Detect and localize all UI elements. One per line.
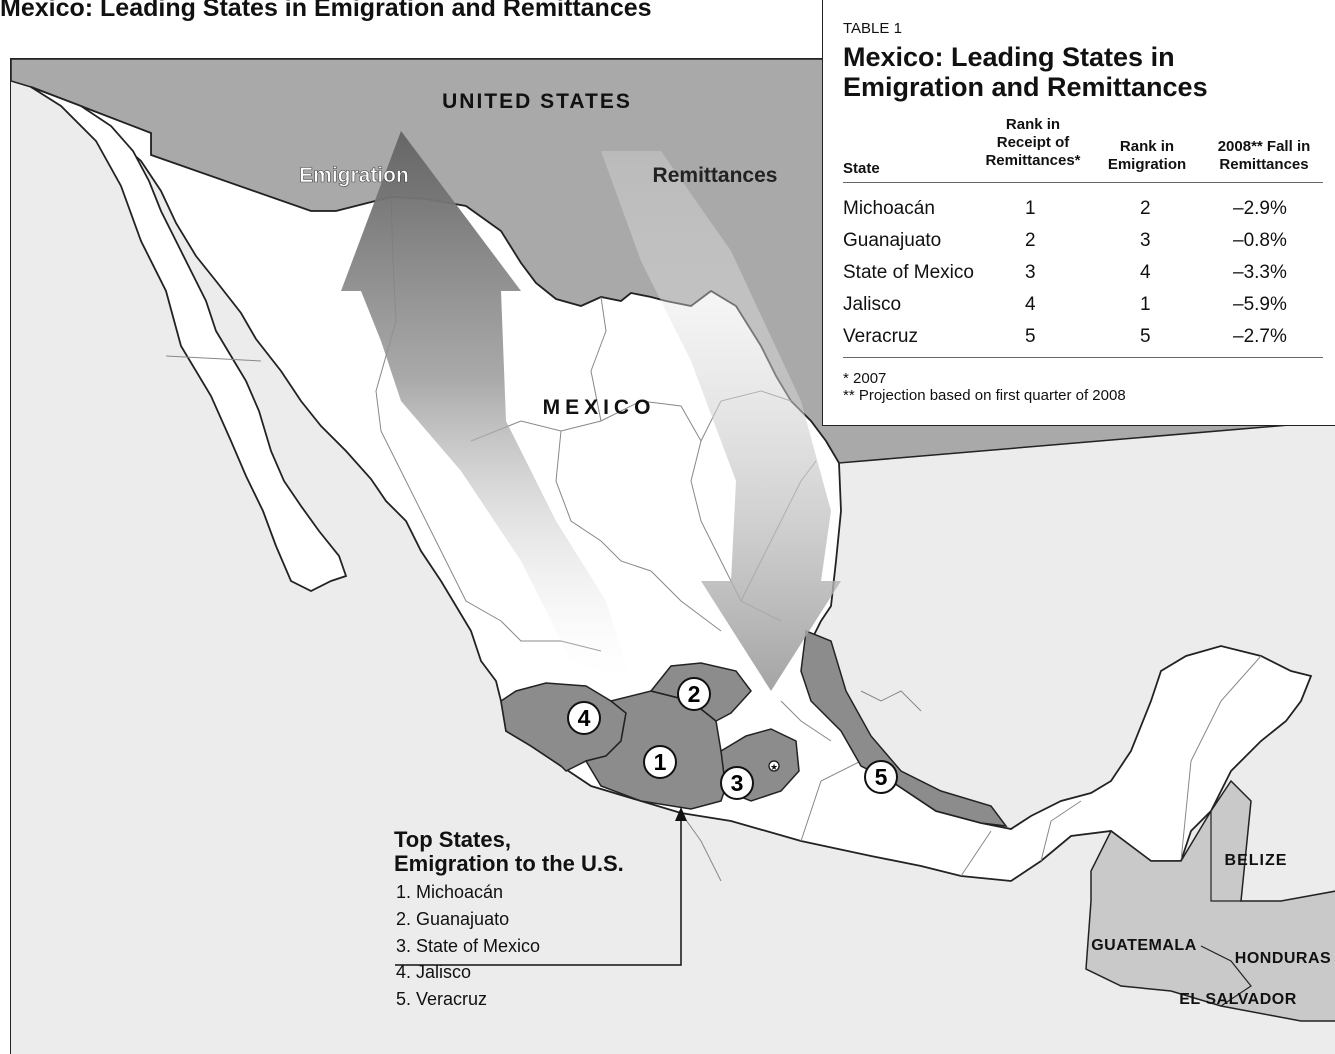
- legend-item-1: 1. Michoacán: [396, 882, 504, 902]
- marker-3-number: 3: [731, 770, 744, 796]
- marker-2-number: 2: [688, 681, 701, 707]
- belize-border: [1210, 811, 1241, 902]
- cell-remit-rank: 4: [1025, 294, 1036, 315]
- cell-remit-rank: 5: [1025, 326, 1036, 347]
- cell-emig-rank: 4: [1140, 262, 1151, 283]
- label-honduras: HONDURAS: [1235, 950, 1331, 967]
- table-note-1: * 2007: [843, 370, 887, 387]
- label-remittances: Remittances: [653, 164, 778, 187]
- cell-remit-rank: 3: [1025, 262, 1036, 283]
- legend-item-4: 4. Jalisco: [396, 962, 472, 982]
- cell-state: Guanajuato: [843, 230, 942, 251]
- legend-item-2: 2. Guanajuato: [396, 909, 510, 929]
- baja-california: [30, 86, 348, 593]
- state-marker-1: 1: [643, 745, 677, 779]
- cell-emig-rank: 5: [1140, 326, 1151, 347]
- state-marker-5: 5: [864, 760, 898, 794]
- header-rule: [843, 182, 1323, 183]
- label-united-states: UNITED STATES: [442, 90, 632, 113]
- guatemala-border: [1200, 945, 1252, 1007]
- svg-text:★: ★: [770, 762, 778, 772]
- remittances-arrow: [601, 151, 841, 691]
- cell-emig-rank: 1: [1140, 294, 1151, 315]
- cell-fall: –2.7%: [1233, 326, 1287, 347]
- cell-emig-rank: 3: [1140, 230, 1151, 251]
- cell-state: Veracruz: [843, 326, 918, 347]
- marker-1-number: 1: [654, 749, 667, 775]
- legend-pointer-line: [395, 819, 682, 966]
- label-mexico: MEXICO: [543, 396, 656, 419]
- table-note-2: ** Projection based on first quarter of …: [843, 387, 1126, 404]
- state-veracruz: [800, 629, 1008, 827]
- header-remittance-fall: 2008** Fall in Remittances: [1217, 138, 1311, 173]
- page-title: Mexico: Leading States in Emigration and…: [0, 0, 652, 22]
- legend-item-5: 5. Veracruz: [396, 989, 488, 1009]
- table-tag: TABLE 1: [843, 20, 902, 37]
- label-el-salvador: EL SALVADOR: [1179, 991, 1297, 1008]
- capital-star-icon: ★: [768, 760, 780, 772]
- table-title: Mexico: Leading States in Emigration and…: [843, 42, 1323, 102]
- cell-state: Michoacán: [843, 198, 935, 219]
- cell-remit-rank: 2: [1025, 230, 1036, 251]
- header-remittance-rank: Rank in Receipt of Remittances*: [985, 116, 1081, 169]
- state-marker-4: 4: [567, 701, 601, 735]
- table-title-line2: Emigration and Remittances: [843, 72, 1208, 102]
- cell-fall: –3.3%: [1233, 262, 1287, 283]
- cell-fall: –0.8%: [1233, 230, 1287, 251]
- state-marker-2: 2: [677, 677, 711, 711]
- marker-4-number: 4: [578, 705, 591, 731]
- legend-title-line2: Emigration to the U.S.: [394, 851, 624, 876]
- label-guatemala: GUATEMALA: [1091, 937, 1197, 954]
- legend-title-line1: Top States,: [394, 827, 511, 852]
- table-1: TABLE 1 Mexico: Leading States in Emigra…: [822, 0, 1335, 426]
- header-emigration-rank: Rank in Emigration: [1107, 138, 1187, 173]
- cell-emig-rank: 2: [1140, 198, 1151, 219]
- state-marker-3: 3: [720, 766, 754, 800]
- cell-fall: –2.9%: [1233, 198, 1287, 219]
- cell-remit-rank: 1: [1025, 198, 1036, 219]
- table-title-line1: Mexico: Leading States in: [843, 42, 1175, 72]
- cell-state: State of Mexico: [843, 262, 974, 283]
- label-belize: BELIZE: [1225, 852, 1288, 869]
- cell-fall: –5.9%: [1233, 294, 1287, 315]
- legend-pointer-arrowhead: [675, 807, 687, 821]
- cell-state: Jalisco: [843, 294, 902, 315]
- legend-title: Top States, Emigration to the U.S.: [394, 828, 624, 876]
- table-bottom-rule: [843, 357, 1323, 358]
- emigration-arrow: [341, 131, 631, 681]
- header-state: State: [843, 160, 880, 177]
- label-emigration: Emigration: [299, 164, 409, 187]
- marker-5-number: 5: [875, 764, 888, 790]
- legend-item-3: 3. State of Mexico: [396, 936, 541, 956]
